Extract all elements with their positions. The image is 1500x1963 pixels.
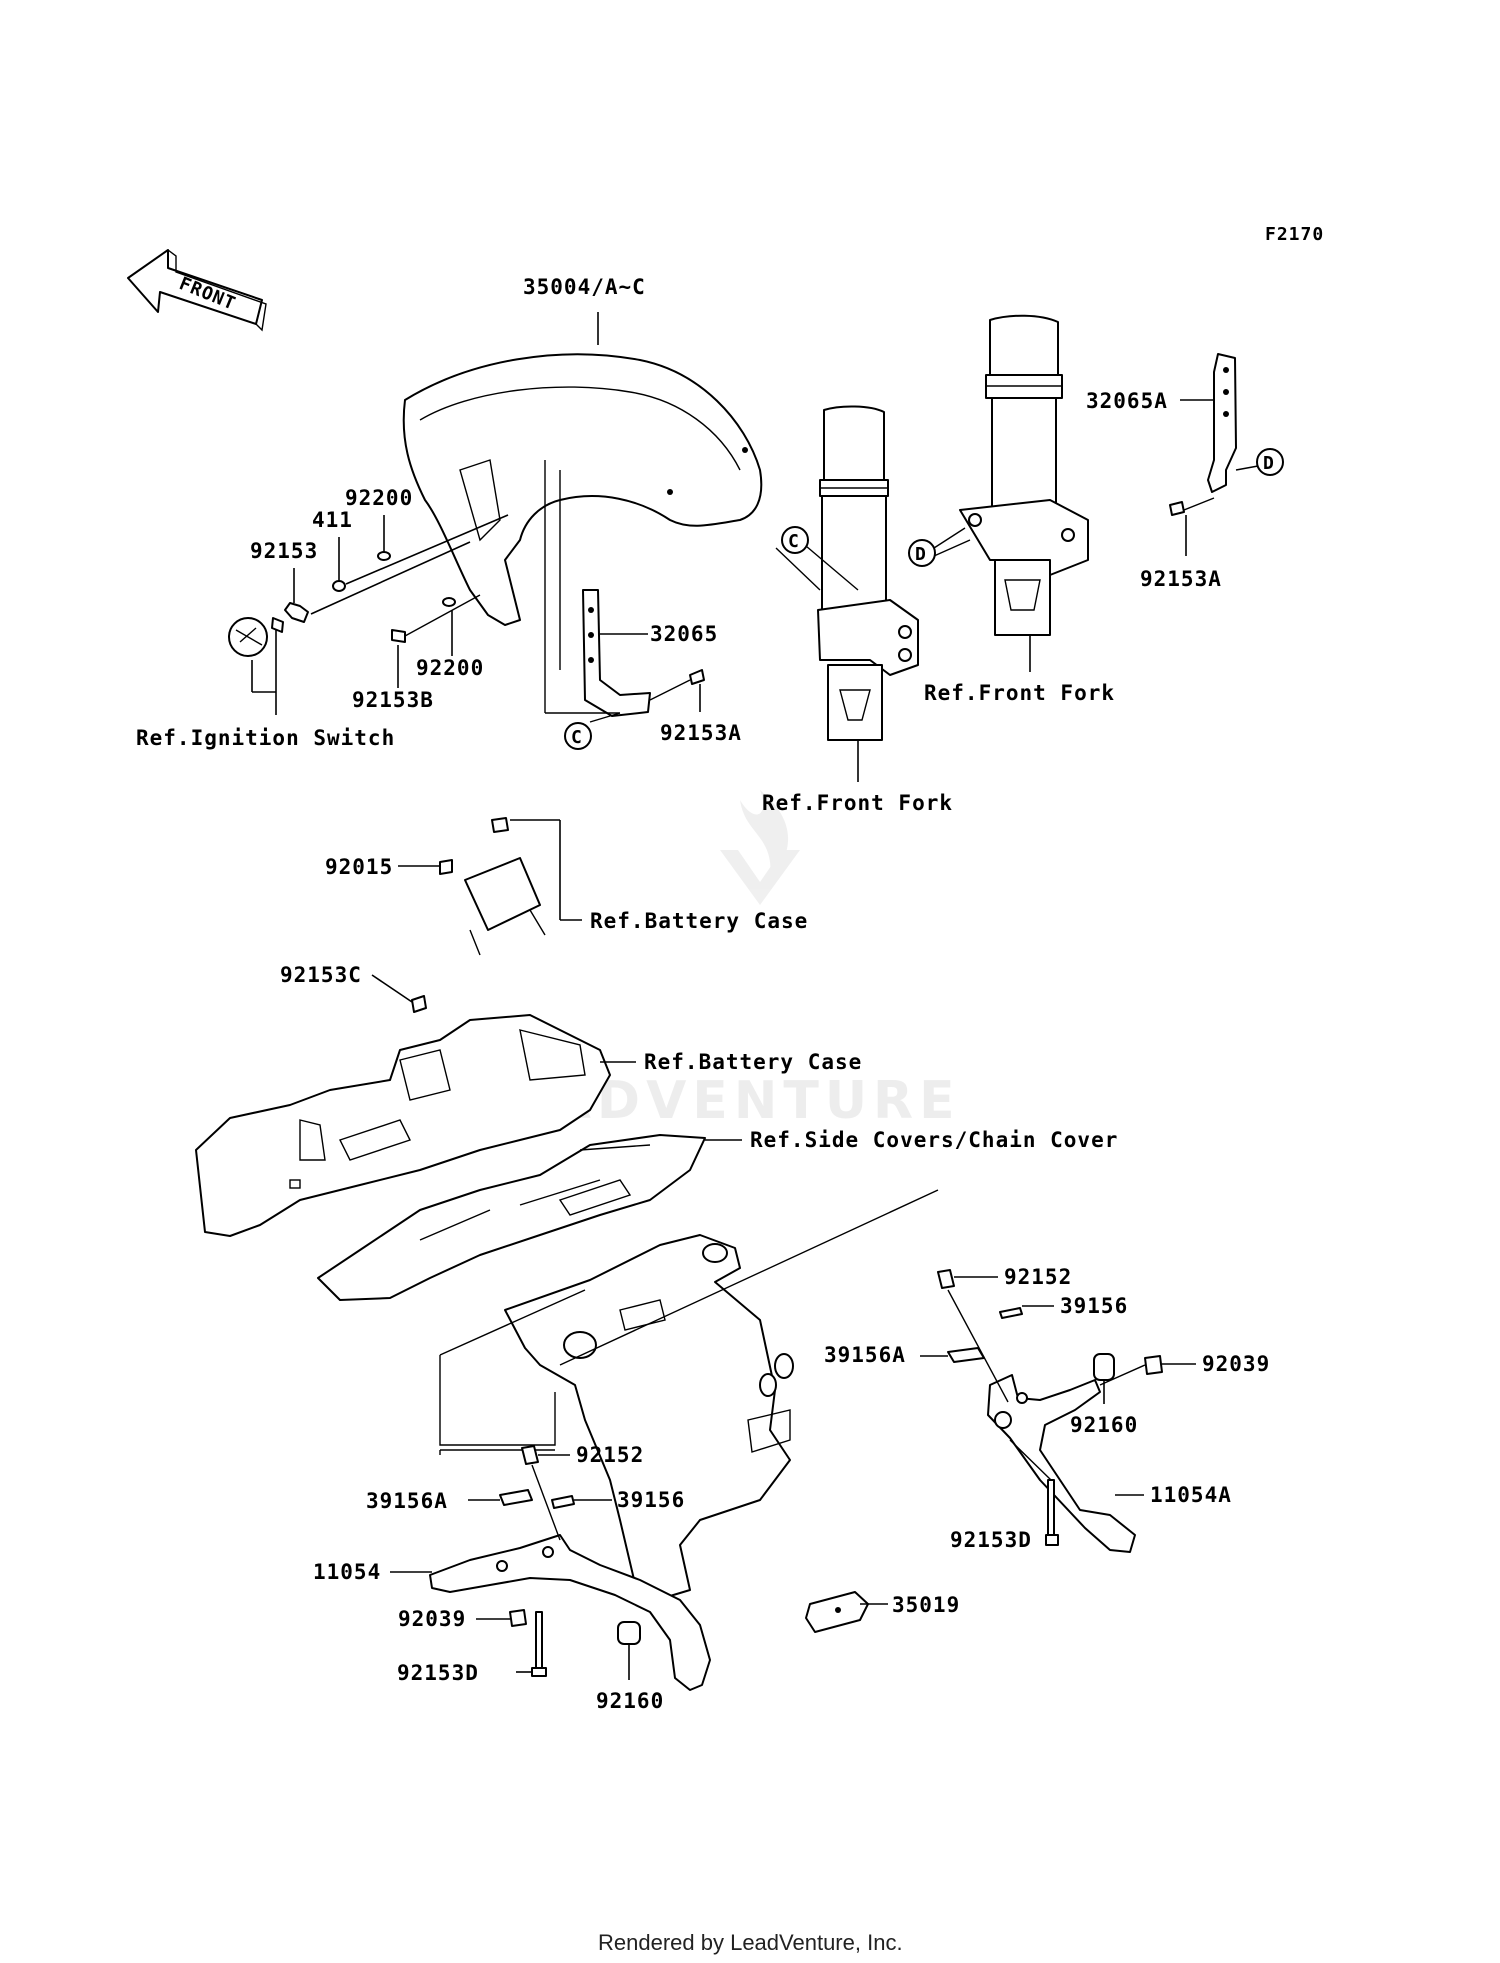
label-92153a-right: 92153A (1140, 567, 1222, 591)
label-39156a-right: 39156A (824, 1343, 906, 1367)
diagram-id: F2170 (1265, 224, 1324, 245)
label-92039-right: 92039 (1202, 1352, 1270, 1376)
label-92152-right: 92152 (1004, 1265, 1072, 1289)
label-92200-top: 92200 (345, 486, 413, 510)
label-ref-battery-case-1[interactable]: Ref.Battery Case (590, 909, 808, 933)
label-92153d-right: 92153D (950, 1528, 1032, 1552)
label-92160-right: 92160 (1070, 1413, 1138, 1437)
label-92153a-left: 92153A (660, 721, 742, 745)
label-35004: 35004/A~C (523, 275, 646, 299)
footer-credit: Rendered by LeadVenture, Inc. (598, 1930, 903, 1955)
front-direction-arrow-icon: FRONT (127, 249, 267, 332)
label-11054: 11054 (313, 1560, 381, 1584)
bracket-32065 (582, 589, 705, 717)
right-footrest-bracket-11054a (987, 1374, 1136, 1553)
label-11054a: 11054A (1150, 1483, 1232, 1507)
front-fender (402, 353, 763, 700)
bracket-32065a (1169, 353, 1237, 516)
label-92153b: 92153B (352, 688, 434, 712)
front-fork-right (959, 314, 1089, 636)
battery-case-bracket (464, 817, 546, 956)
front-fork-left (817, 405, 919, 741)
label-92160-left: 92160 (596, 1689, 664, 1713)
label-35019: 35019 (892, 1593, 960, 1617)
label-92153d-left: 92153D (397, 1661, 479, 1685)
label-92153c: 92153C (280, 963, 362, 987)
callout-d-fork: D (915, 544, 927, 565)
rear-fender-inner (195, 1014, 611, 1237)
label-ref-ignition-switch[interactable]: Ref.Ignition Switch (136, 726, 395, 750)
label-92152-left: 92152 (576, 1443, 644, 1467)
label-92200-bottom: 92200 (416, 656, 484, 680)
callout-c-upper: C (788, 531, 800, 552)
label-92015: 92015 (325, 855, 393, 879)
label-ref-front-fork-left[interactable]: Ref.Front Fork (762, 791, 953, 815)
label-92039-left: 92039 (398, 1607, 466, 1631)
label-32065: 32065 (650, 622, 718, 646)
label-92153: 92153 (250, 539, 318, 563)
label-ref-battery-case-2[interactable]: Ref.Battery Case (644, 1050, 862, 1074)
callout-d-bracket: D (1263, 453, 1275, 474)
label-39156-left: 39156 (617, 1488, 685, 1512)
label-32065a: 32065A (1086, 389, 1168, 413)
label-ref-front-fork-right[interactable]: Ref.Front Fork (924, 681, 1115, 705)
left-footrest-bracket-11054 (429, 1534, 711, 1691)
inner-rear-fender-tray (317, 1134, 706, 1301)
label-39156a-left: 39156A (366, 1489, 448, 1513)
label-ref-side-covers-chain-cover[interactable]: Ref.Side Covers/Chain Cover (750, 1128, 1118, 1152)
callout-c-lower: C (571, 727, 583, 748)
label-39156-right: 39156 (1060, 1294, 1128, 1318)
label-411: 411 (312, 508, 353, 532)
